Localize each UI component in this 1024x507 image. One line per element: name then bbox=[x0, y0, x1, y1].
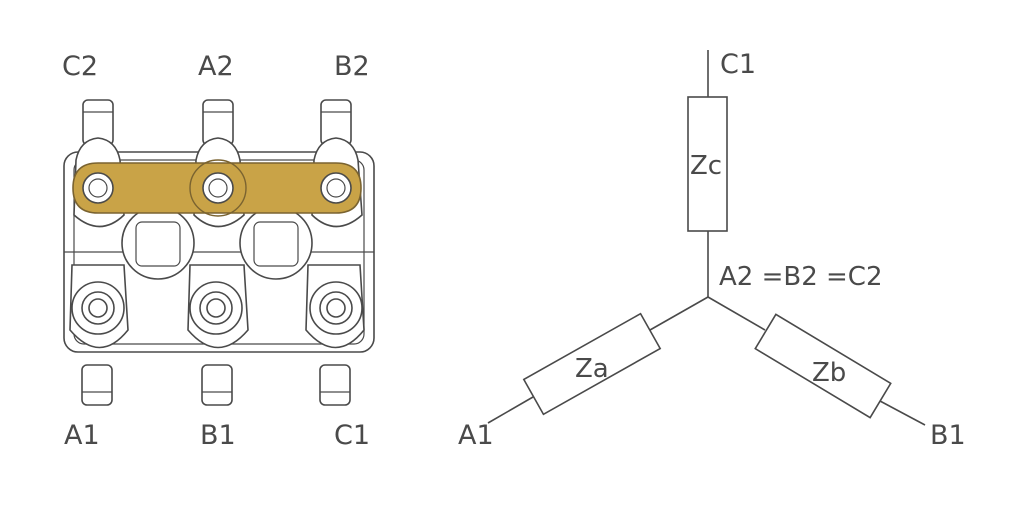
star-schematic: C1 Zc A2 =B2 =C2 Za Zb A1 B1 bbox=[458, 49, 966, 451]
impedance-za bbox=[522, 312, 662, 416]
label-a2: A2 bbox=[198, 51, 234, 82]
shorting-link-bar bbox=[72, 159, 362, 217]
label-zc: Zc bbox=[690, 151, 722, 181]
label-star-b1: B1 bbox=[930, 420, 966, 451]
bottom-lugs bbox=[69, 264, 365, 349]
wire-b1 bbox=[879, 400, 926, 426]
label-b1: B1 bbox=[200, 420, 236, 451]
center-recesses bbox=[121, 206, 313, 280]
label-c1: C1 bbox=[334, 420, 370, 451]
label-a1: A1 bbox=[64, 420, 100, 451]
neutral-equation: A2 =B2 =C2 bbox=[719, 262, 883, 292]
top-studs bbox=[82, 99, 352, 146]
label-b2: B2 bbox=[334, 51, 370, 82]
label-c2: C2 bbox=[62, 51, 98, 82]
bottom-studs bbox=[81, 364, 351, 406]
label-zb: Zb bbox=[812, 358, 846, 388]
wire-a1 bbox=[487, 396, 534, 424]
impedance-zc bbox=[687, 96, 728, 232]
label-za: Za bbox=[575, 354, 609, 384]
label-star-a1: A1 bbox=[458, 420, 494, 451]
label-star-c1: C1 bbox=[720, 49, 756, 80]
terminal-block: C2 A2 B2 A1 B1 C1 bbox=[62, 51, 375, 451]
